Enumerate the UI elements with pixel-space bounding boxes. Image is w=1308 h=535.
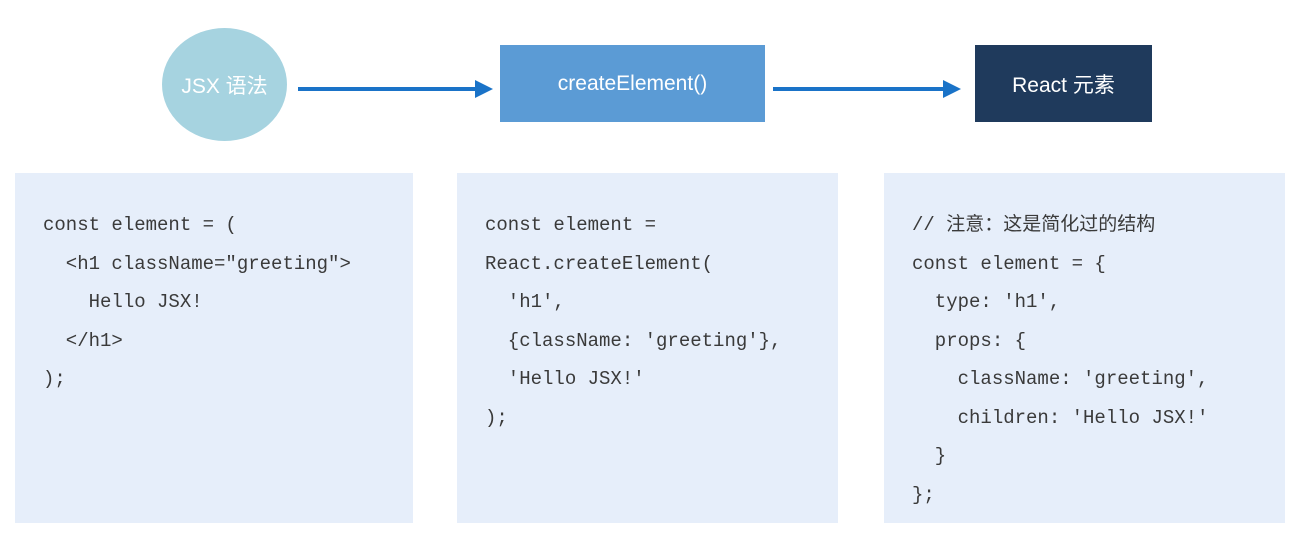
code-block-jsx-source: const element = ( <h1 className="greetin… (15, 173, 413, 523)
node-create-element: createElement() (500, 45, 765, 122)
node-create-element-label: createElement() (557, 71, 708, 95)
arrow-right-icon (773, 80, 961, 98)
node-jsx-syntax-label: JSX 语法 (181, 74, 268, 98)
arrow-right-icon (298, 80, 493, 98)
node-react-element: React 元素 (975, 45, 1152, 122)
node-jsx-syntax: JSX 语法 (162, 28, 287, 141)
node-react-element-label: React 元素 (1012, 73, 1115, 97)
code-block-react-element-object: // 注意：这是简化过的结构 const element = { type: '… (884, 173, 1285, 523)
code-block-create-element-call: const element = React.createElement( 'h1… (457, 173, 838, 523)
